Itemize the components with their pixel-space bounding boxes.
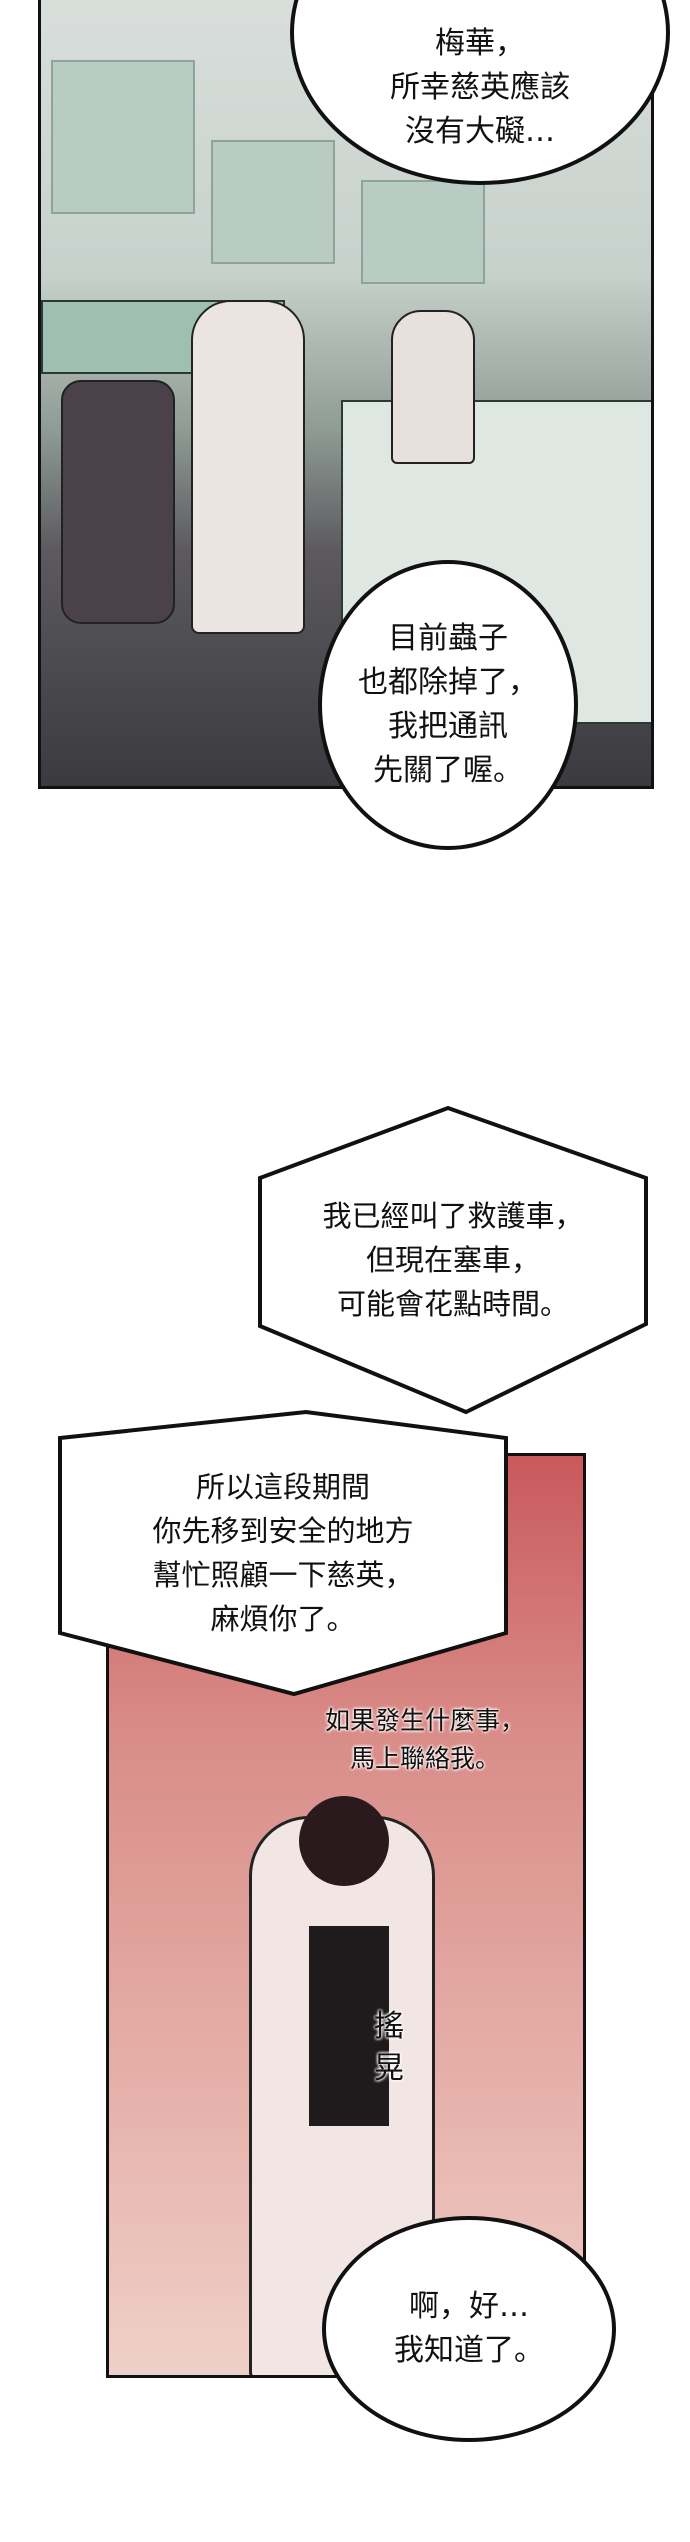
office-window <box>211 140 335 264</box>
bubble-line: 但現在塞車， <box>365 1243 540 1277</box>
bubble-line: 目前蟲子 <box>388 621 508 656</box>
speech-bubble-office: 目前蟲子 也都除掉了， 我把通訊 先關了喔。 <box>318 560 578 850</box>
sfx-char: 晃 <box>374 2051 404 2086</box>
bubble-line: 也都除掉了， <box>358 665 538 700</box>
sfx-char: 搖 <box>374 2009 404 2044</box>
character-hair <box>299 1796 389 1886</box>
bubble-line: 我知道了。 <box>394 2333 544 2368</box>
bubble-line: 啊，好… <box>409 2289 529 2324</box>
character-shirt <box>309 1926 389 2126</box>
hex-bubble-2: 所以這段期間 你先移到安全的地方 幫忙照顧一下慈英， 麻煩你了。 <box>56 1408 510 1698</box>
office-window <box>361 180 485 284</box>
hex-bubble-shape <box>258 1105 648 1415</box>
speech-bubble-reply: 啊，好… 我知道了。 <box>322 2216 616 2442</box>
bubble-line: 梅華， <box>435 25 525 61</box>
sfx-sway: 搖 晃 <box>359 2006 419 2090</box>
whisper-line: 馬上聯絡我。 <box>349 1744 500 1773</box>
bubble-line: 麻煩你了。 <box>210 1602 356 1636</box>
bubble-line: 沒有大礙… <box>405 113 555 149</box>
whisper-line: 如果發生什麼事， <box>324 1706 525 1735</box>
bubble-line: 你先移到安全的地方 <box>152 1514 414 1548</box>
bubble-line: 可能會花點時間。 <box>336 1287 569 1321</box>
character-operator <box>391 310 475 464</box>
bubble-line: 幫忙照顧一下慈英， <box>152 1558 414 1592</box>
bubble-line: 我把通訊 <box>388 709 508 744</box>
office-chair <box>61 380 175 624</box>
bubble-line: 先關了喔。 <box>373 753 523 788</box>
hex-bubble-shape <box>58 1409 508 1697</box>
bubble-line: 所幸慈英應該 <box>390 69 570 105</box>
whisper-text: 如果發生什麼事， 馬上聯絡我。 <box>270 1702 580 1778</box>
office-window <box>51 60 195 214</box>
bubble-line: 我已經叫了救護車， <box>322 1199 584 1233</box>
hex-bubble-1: 我已經叫了救護車， 但現在塞車， 可能會花點時間。 <box>256 1104 650 1416</box>
bubble-line: 所以這段期間 <box>195 1470 370 1504</box>
character-scientist <box>191 300 305 634</box>
